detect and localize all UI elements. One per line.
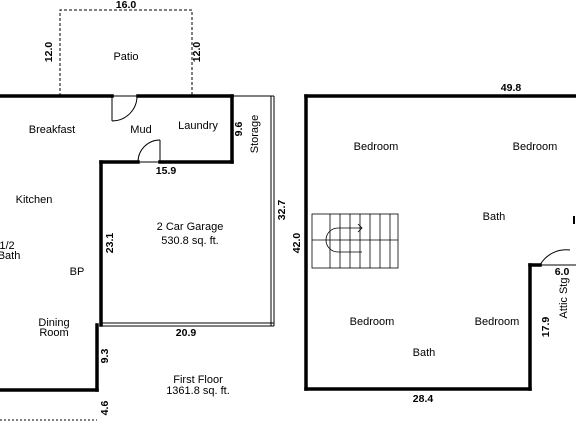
kitchen-label: Kitchen — [16, 194, 53, 206]
garage-right-wall — [232, 95, 275, 326]
attic-storage-label: Attic Stg — [558, 278, 570, 319]
patio-label: Patio — [113, 51, 138, 63]
garage-depth-dim: 32.7 — [276, 200, 288, 221]
bedroom-bottom-left-label: Bedroom — [350, 316, 395, 328]
dining-label-2: Room — [39, 327, 68, 339]
bedroom-top-right-label: Bedroom — [513, 141, 558, 153]
mud-label: Mud — [130, 124, 151, 136]
right-lower-dim: 17.9 — [540, 317, 552, 338]
bath-bottom-label: Bath — [413, 347, 436, 359]
attic-width-dim: 6.0 — [555, 266, 570, 278]
lower-side-dim: 9.3 — [99, 349, 111, 364]
top-width-dim: 49.8 — [501, 82, 522, 94]
bedroom-bottom-right-label: Bedroom — [475, 316, 520, 328]
bottom-width-dim: 28.4 — [413, 393, 434, 405]
dining-label-1: Dining — [38, 317, 69, 329]
first-floor-area: 1361.8 sq. ft. — [166, 385, 230, 397]
first-floor-title: First Floor — [173, 374, 223, 386]
laundry-width-dim: 15.9 — [156, 165, 177, 177]
patio-outline — [59, 9, 193, 96]
left-height-dim: 42.0 — [291, 233, 303, 254]
storage-label: Storage — [249, 115, 261, 154]
bedroom-top-left-label: Bedroom — [354, 141, 399, 153]
laundry-label: Laundry — [178, 120, 218, 132]
garage-door — [100, 322, 275, 327]
half-bath-label-2: Bath — [0, 250, 20, 262]
attic-door — [539, 249, 576, 266]
half-bath-label-1: 1/2 — [0, 240, 15, 252]
bp-label: BP — [70, 266, 85, 278]
bottom-side-dim: 4.6 — [99, 401, 111, 416]
garage-entry-door — [137, 139, 161, 163]
garage-left-dim: 23.1 — [104, 233, 116, 254]
patio-depth-right-dim: 12.0 — [191, 42, 203, 63]
breakfast-label: Breakfast — [29, 124, 75, 136]
bath-center-label: Bath — [483, 211, 506, 223]
first-floor-walls — [0, 94, 234, 392]
second-floor-walls — [304, 94, 576, 391]
patio-depth-left-dim: 12.0 — [43, 42, 55, 63]
mud-door — [111, 95, 138, 122]
patio-width-dim: 16.0 — [116, 0, 137, 11]
second-floor-plan: Bedroom Bedroom Bath Bedroom Bedroom Bat… — [291, 82, 576, 405]
stairs — [311, 213, 399, 269]
garage-name-label: 2 Car Garage — [157, 221, 224, 233]
partial-edge-mark — [573, 216, 575, 224]
garage-area-label: 530.8 sq. ft. — [161, 235, 218, 247]
first-floor-plan: Patio Breakfast Mud Laundry Storage Kitc… — [0, 0, 288, 421]
garage-width-dim: 20.9 — [176, 327, 197, 339]
storage-depth-dim: 9.6 — [233, 122, 245, 137]
